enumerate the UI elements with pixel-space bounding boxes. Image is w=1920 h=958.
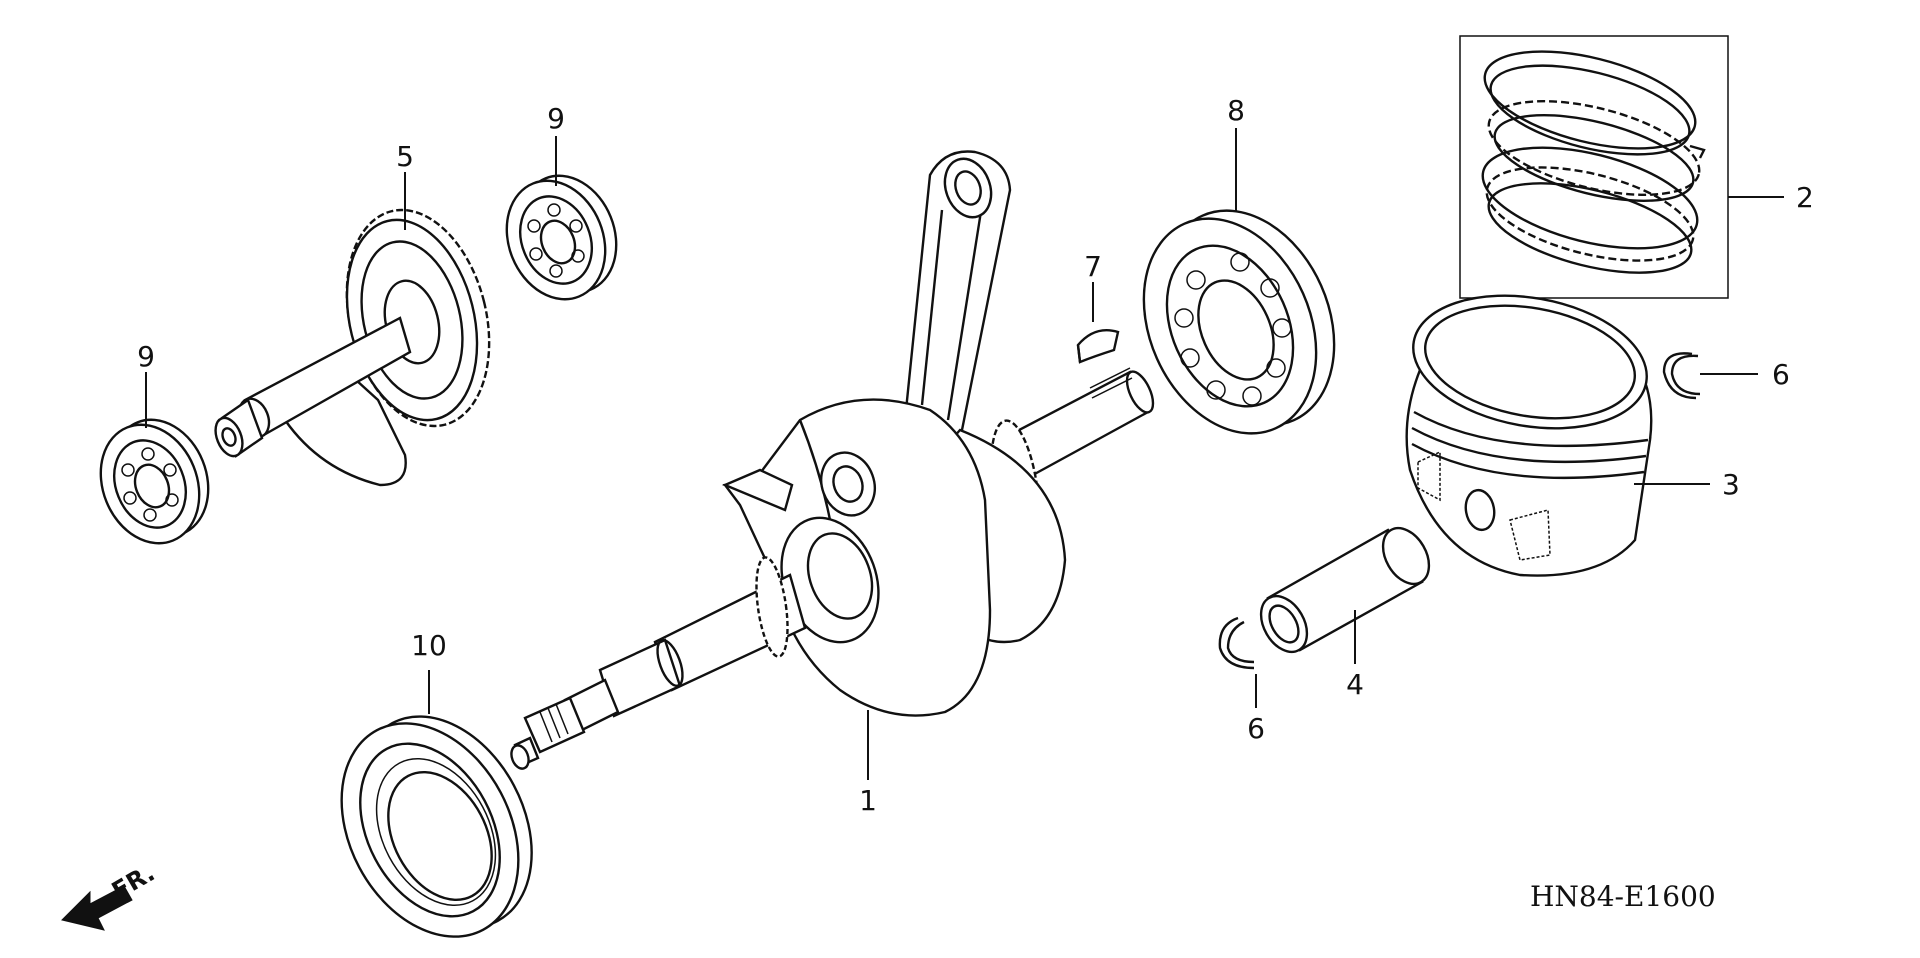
- callout-9-top: 9: [547, 102, 565, 135]
- clip-left-part: [1218, 616, 1255, 670]
- callout-1: 1: [859, 784, 877, 817]
- diagram-code: HN84-E1600: [1530, 880, 1716, 913]
- callout-4: 4: [1346, 668, 1364, 701]
- callout-7: 7: [1084, 250, 1102, 283]
- piston-pin-part: [1259, 526, 1431, 654]
- ring-set-part: [1459, 35, 1729, 299]
- callout-6-left: 6: [1247, 712, 1265, 745]
- callout-10: 10: [411, 629, 447, 662]
- balancer-gear-part: [214, 208, 491, 487]
- crankshaft-part: [510, 150, 1155, 770]
- piston-part: [1405, 294, 1653, 577]
- leader-lines: [145, 128, 1784, 780]
- callout-5: 5: [396, 140, 414, 173]
- clip-right-part: [1662, 352, 1701, 400]
- oil-seal-part: [340, 715, 533, 938]
- arrow-icon: [61, 885, 133, 931]
- woodruff-key-part: [1076, 328, 1120, 364]
- callout-6-right: 6: [1772, 358, 1790, 391]
- callout-9-left: 9: [137, 340, 155, 373]
- callout-3: 3: [1722, 468, 1740, 501]
- small-bearing-left-part: [99, 418, 210, 545]
- small-bearing-top-part: [505, 174, 618, 301]
- callout-8: 8: [1227, 94, 1245, 127]
- front-direction-arrow: FR.: [61, 859, 159, 931]
- callout-2: 2: [1796, 181, 1814, 214]
- large-bearing-right-part: [1142, 209, 1336, 435]
